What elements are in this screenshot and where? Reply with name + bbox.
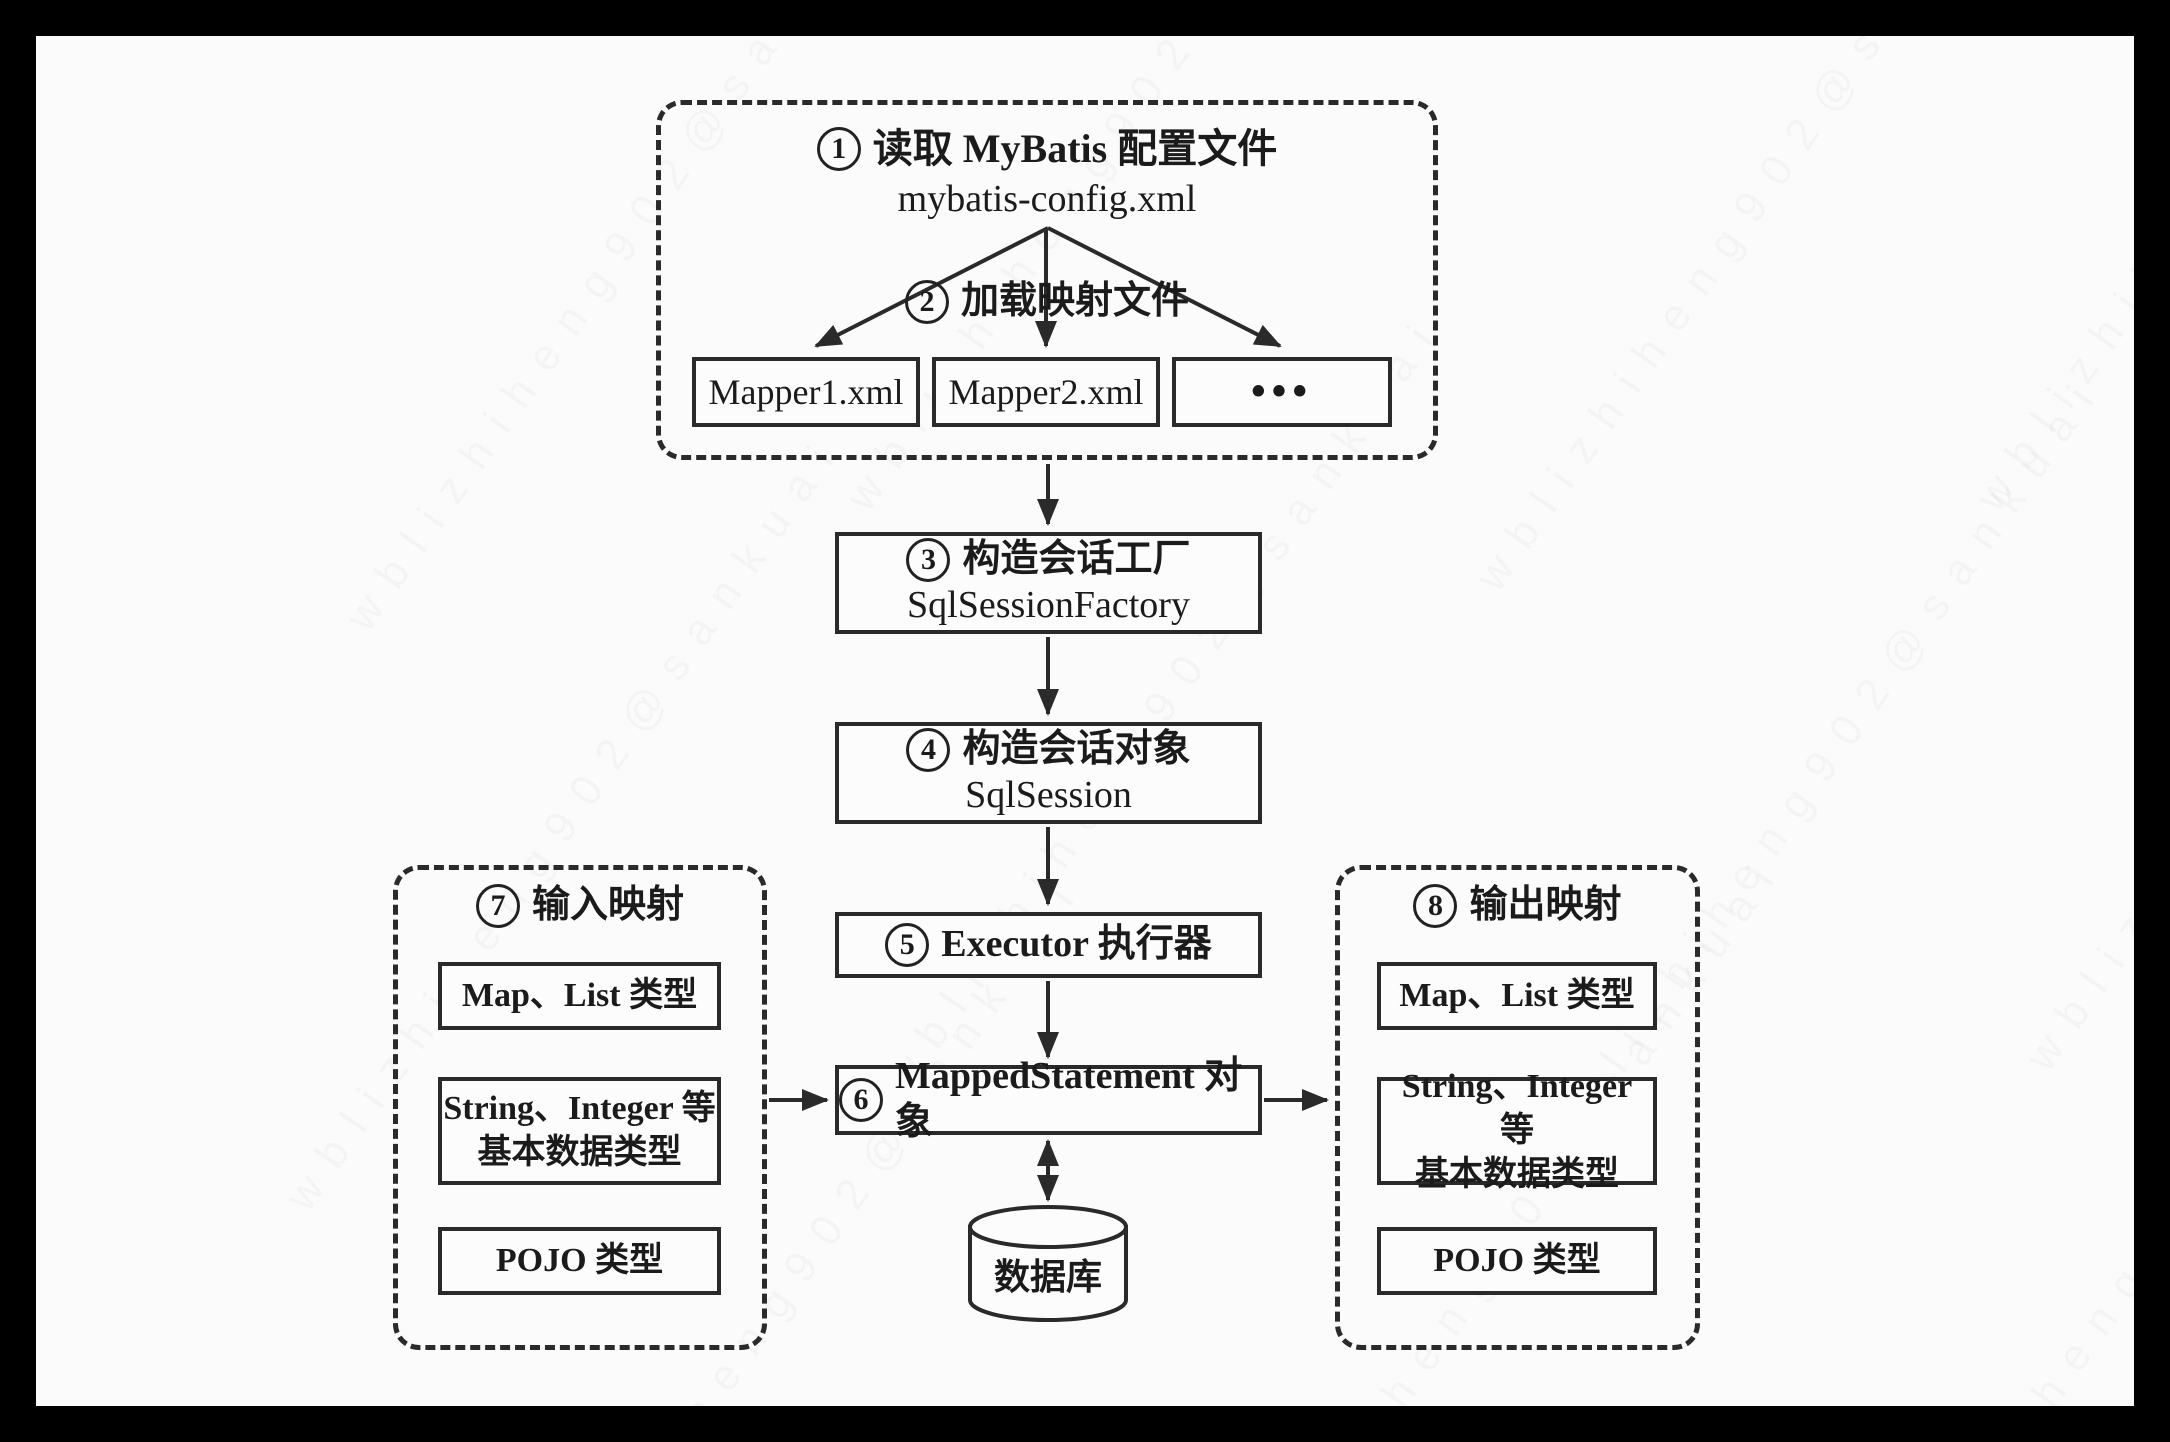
input-primitive-box: String、Integer 等 基本数据类型: [438, 1077, 721, 1185]
step7-circled-number: 7: [475, 884, 520, 928]
database-label-row: 数据库: [970, 1256, 1126, 1300]
input-pojo-label: POJO 类型: [495, 1241, 664, 1279]
sqlsession-subtitle: SqlSession: [965, 774, 1132, 816]
config-group: [656, 100, 1438, 460]
output-primitive-line2: 基本数据类型: [1415, 1156, 1619, 1194]
input-mapping-title: 输入映射: [531, 884, 684, 927]
mapper-more-dots: •••: [1250, 369, 1314, 415]
sessionfactory-subtitle: SqlSessionFactory: [907, 584, 1190, 626]
step4-circled-number: 4: [906, 728, 951, 773]
arrow-config-to-mapper-more: [1047, 226, 1282, 348]
input-map-list-label: Map、List 类型: [461, 976, 698, 1014]
mappedstatement-title: MappedStatement 对象: [895, 1055, 1243, 1143]
input-primitive-line1: String、Integer 等: [443, 1089, 716, 1127]
config-filename: mybatis-config.xml: [897, 178, 1197, 221]
input-map-list-box: Map、List 类型: [438, 962, 721, 1030]
sqlsession-title: 构造会话对象: [962, 728, 1191, 771]
sqlsession-box: 4 构造会话对象 SqlSession: [835, 722, 1262, 824]
diagram-canvas: wblizhiheng902@sankuai wblizhiheng902@sa…: [36, 36, 2134, 1406]
input-primitive-line2: 基本数据类型: [477, 1134, 682, 1171]
mapper1-label: Mapper1.xml: [708, 372, 904, 412]
output-map-list-label: Map、List 类型: [1399, 976, 1635, 1014]
mapper2-box: Mapper2.xml: [932, 357, 1160, 427]
database-label: 数据库: [993, 1257, 1102, 1298]
input-mapping-title-row: 7 输入映射: [393, 878, 767, 934]
input-mapping-group: [393, 865, 767, 1350]
load-mappers-label: 加载映射文件: [960, 280, 1189, 323]
mappedstatement-box: 6 MappedStatement 对象: [835, 1055, 1262, 1143]
config-title: 读取 MyBatis 配置文件: [872, 126, 1278, 171]
config-title-row: 1 读取 MyBatis 配置文件: [656, 122, 1438, 176]
output-map-list-box: Map、List 类型: [1377, 962, 1657, 1030]
input-pojo-box: POJO 类型: [438, 1227, 721, 1295]
database-cylinder: [968, 1205, 1128, 1322]
output-primitive-line1: String、Integer 等: [1401, 1067, 1633, 1149]
step2-circled-number: 2: [904, 280, 949, 324]
output-primitive-box: String、Integer 等 基本数据类型: [1377, 1068, 1657, 1193]
step1-circled-number: 1: [816, 127, 861, 171]
output-mapping-group: [1335, 865, 1700, 1350]
step3-circled-number: 3: [906, 538, 951, 583]
step6-circled-number: 6: [839, 1078, 883, 1122]
load-mappers-label-row: 2 加载映射文件: [656, 276, 1438, 328]
mapper-more-box: •••: [1172, 357, 1392, 427]
step5-circled-number: 5: [885, 923, 930, 967]
output-pojo-box: POJO 类型: [1377, 1227, 1657, 1295]
output-pojo-label: POJO 类型: [1433, 1241, 1601, 1279]
executor-box: 5 Executor 执行器: [835, 912, 1262, 978]
output-mapping-title-row: 8 输出映射: [1335, 878, 1700, 934]
sessionfactory-title: 构造会话工厂: [962, 538, 1191, 581]
mapper1-box: Mapper1.xml: [692, 357, 920, 427]
step8-circled-number: 8: [1413, 884, 1458, 928]
sessionfactory-box: 3 构造会话工厂 SqlSessionFactory: [835, 532, 1262, 634]
mapper2-label: Mapper2.xml: [948, 372, 1144, 412]
output-mapping-title: 输出映射: [1469, 884, 1622, 927]
connector-layer: [769, 226, 1329, 1322]
config-filename-row: mybatis-config.xml: [656, 176, 1438, 224]
executor-title: Executor 执行器: [941, 923, 1212, 966]
